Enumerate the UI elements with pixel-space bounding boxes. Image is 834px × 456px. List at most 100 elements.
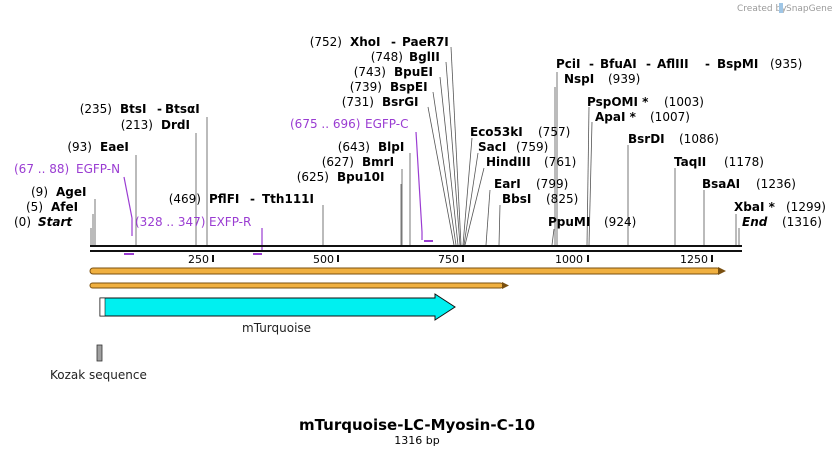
site-pos: (752): [310, 35, 342, 49]
map-length: 1316 bp: [394, 434, 439, 447]
site-label-Eco53kI[interactable]: Eco53kI (757): [470, 125, 570, 139]
site-label-DrdI[interactable]: (213) DrdI: [121, 118, 190, 132]
site-label-AfeI[interactable]: (5) AfeI: [26, 200, 78, 214]
site-label-BpuEI[interactable]: (743) BpuEI: [354, 65, 433, 79]
feature-kozak[interactable]: Kozak sequence: [50, 344, 147, 382]
site-name-2: BtsαI: [165, 102, 200, 116]
ruler: 250 500 750 1000 1250: [188, 253, 713, 266]
site-name: BsrGI: [382, 95, 419, 109]
orf-arrows[interactable]: [89, 267, 726, 289]
site-pos: (1236): [756, 177, 796, 191]
primer-label-EGFP-C[interactable]: (675 .. 696) EGFP-C: [290, 117, 408, 131]
site-pos: (759): [516, 140, 548, 154]
site-label-EarI[interactable]: EarI (799): [494, 177, 568, 191]
site-pos: (757): [538, 125, 570, 139]
svg-text:-: -: [646, 57, 651, 71]
site-label-PpuMI[interactable]: PpuMI (924): [548, 215, 636, 229]
credit-text: Created by: [737, 4, 787, 14]
site-pos: (235): [80, 102, 112, 116]
end-pos: (1316): [782, 215, 822, 229]
site-label-BmrI[interactable]: (627) BmrI: [322, 155, 394, 169]
site-label-BlpI[interactable]: (643) BlpI: [338, 140, 405, 154]
site-name: BpuEI: [394, 65, 433, 79]
ruler-tick-label: 750: [438, 253, 459, 266]
feature-mTurquoise[interactable]: mTurquoise: [99, 293, 456, 335]
site-pos: (1299): [786, 200, 826, 214]
site-leader-lines: [90, 46, 740, 246]
orf-arrowhead-icon: [718, 267, 726, 275]
site-label-PflFI[interactable]: (469) PflFI - Tth111I: [169, 192, 314, 206]
site-label-XhoI[interactable]: (752) XhoI - PaeR7I: [310, 35, 449, 49]
svg-text:-: -: [589, 57, 594, 71]
site-label-BsrDI[interactable]: BsrDI (1086): [628, 132, 719, 146]
site-name: HindIII: [486, 155, 531, 169]
orf-arrowhead-icon: [502, 282, 509, 289]
site-label-BbsI[interactable]: BbsI (825): [502, 192, 578, 206]
site-pos: (213): [121, 118, 153, 132]
site-name: PflFI: [209, 192, 239, 206]
site-label-EaeI[interactable]: (93) EaeI: [67, 140, 129, 154]
start-label: (0) Start: [14, 215, 73, 229]
site-label-BtsI[interactable]: (235) BtsI - BtsαI: [80, 102, 200, 116]
primer-range: (675 .. 696): [290, 117, 360, 131]
site-pos: (1007): [650, 110, 690, 124]
site-name: Bpu10I: [337, 170, 384, 184]
site-label-HindIII[interactable]: HindIII (761): [486, 155, 576, 169]
orf-arrow-long[interactable]: [89, 267, 721, 275]
site-pos: (743): [354, 65, 386, 79]
site-name: BglII: [409, 50, 440, 64]
site-pos: (939): [608, 72, 640, 86]
site-label-PspOMI[interactable]: PspOMI * (1003): [587, 95, 704, 109]
primer-label-EGFP-N[interactable]: (67 .. 88) EGFP-N: [14, 162, 120, 176]
site-label-TaqII[interactable]: TaqII (1178): [674, 155, 764, 169]
site-label-AgeI[interactable]: (9) AgeI: [31, 185, 86, 199]
ruler-tick-label: 500: [313, 253, 334, 266]
site-pos: (627): [322, 155, 354, 169]
site-pos: (93): [67, 140, 92, 154]
site-pos: (643): [338, 140, 370, 154]
site-label-ApaI[interactable]: ApaI * (1007): [595, 110, 690, 124]
primer-name: EGFP-N: [76, 162, 120, 176]
start-pos: (0): [14, 215, 31, 229]
site-label-BsrGI[interactable]: (731) BsrGI: [342, 95, 419, 109]
site-name: PspOMI *: [587, 95, 649, 109]
site-name: BmrI: [362, 155, 394, 169]
primer-markers: [123, 131, 433, 255]
site-name: BtsI: [120, 102, 147, 116]
site-pos: (625): [297, 170, 329, 184]
map-title: mTurquoise-LC-Myosin-C-10: [299, 416, 535, 434]
site-label-PciI[interactable]: PciI - BfuAI - AflIII - BspMI (935): [556, 57, 802, 71]
site-name-3: AflIII: [657, 57, 689, 71]
feature-label: mTurquoise: [242, 321, 311, 335]
site-pos: (748): [371, 50, 403, 64]
site-name: BspEI: [390, 80, 428, 94]
primer-name: EXFP-R: [209, 215, 251, 229]
site-label-NspI[interactable]: NspI (939): [564, 72, 640, 86]
orf-arrow-short[interactable]: [89, 282, 504, 289]
ruler-tick-label: 1000: [555, 253, 583, 266]
primer-range: (328 .. 347): [135, 215, 205, 229]
site-pos: (761): [544, 155, 576, 169]
site-name-2: Tth111I: [262, 192, 314, 206]
site-pos: (1003): [664, 95, 704, 109]
site-name: PciI: [556, 57, 581, 71]
site-name-2: BfuAI: [600, 57, 637, 71]
end-name: End: [742, 215, 768, 229]
site-label-BglII[interactable]: (748) BglII: [371, 50, 440, 64]
svg-text:-: -: [705, 57, 710, 71]
site-label-SacI[interactable]: SacI (759): [478, 140, 548, 154]
primer-label-EXFP-R[interactable]: (328 .. 347) EXFP-R: [135, 215, 251, 229]
site-pos: (5): [26, 200, 43, 214]
site-name: DrdI: [161, 118, 190, 132]
site-pos: (739): [350, 80, 382, 94]
site-label-Bpu10I[interactable]: (625) Bpu10I: [297, 170, 385, 184]
site-label-BsaAI[interactable]: BsaAI (1236): [702, 177, 796, 191]
site-pos: (935): [770, 57, 802, 71]
site-name: TaqII: [674, 155, 706, 169]
end-label: End (1316): [742, 215, 822, 229]
site-label-BspEI[interactable]: (739) BspEI: [350, 80, 428, 94]
site-name: BlpI: [378, 140, 404, 154]
site-label-XbaI[interactable]: XbaI * (1299): [734, 200, 826, 214]
feature-label: Kozak sequence: [50, 368, 147, 382]
